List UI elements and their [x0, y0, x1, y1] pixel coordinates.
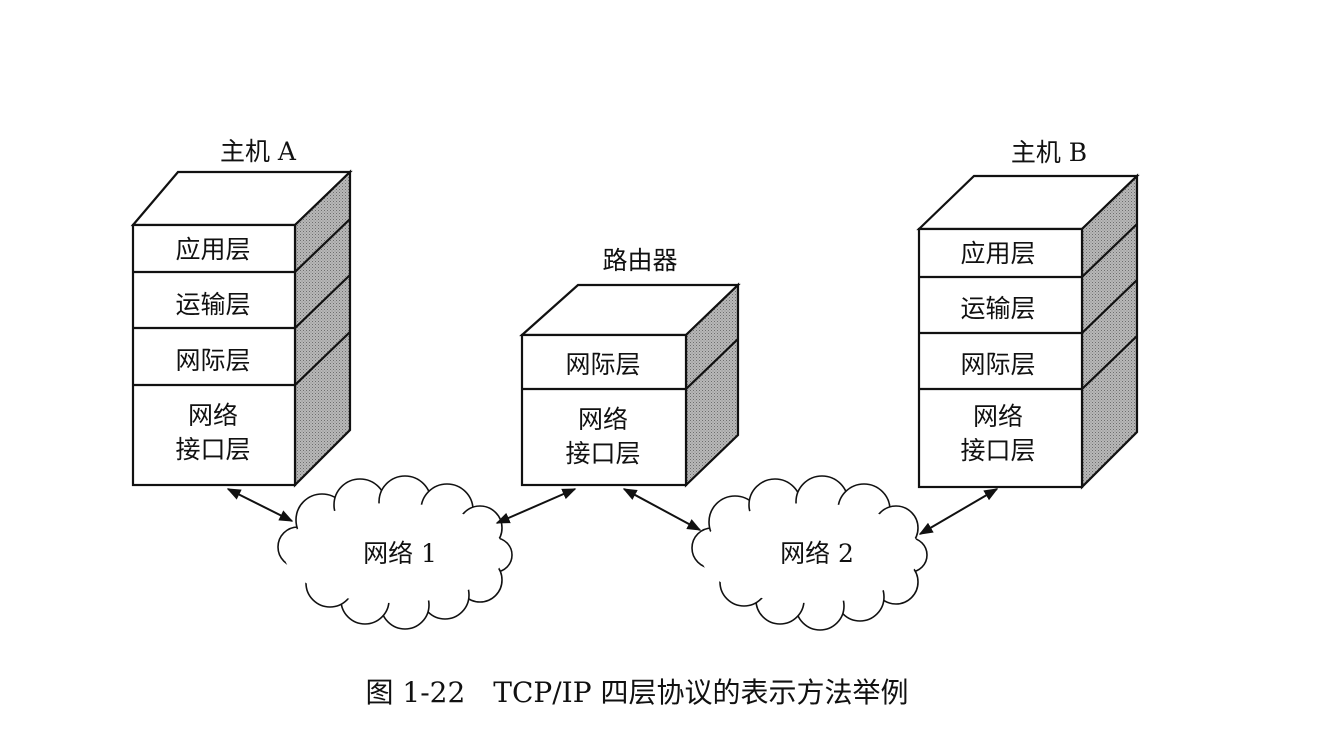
router-layer-netif-line2: 接口层 [565, 439, 640, 468]
host-a-layer-internet: 网际层 [175, 346, 250, 375]
router-layer-netif-line1: 网络 [578, 405, 628, 434]
host-b-layer-netif-line1: 网络 [973, 402, 1023, 431]
host-a-side-face [293, 169, 352, 488]
link-net1-router [495, 488, 577, 524]
host-b-layer-transport: 运输层 [960, 294, 1035, 323]
host-a-layer-transport: 运输层 [175, 290, 250, 319]
host-a-stack: 主机 A 应用层 运输层 网际层 网络 接口层 [130, 137, 353, 488]
router-title: 路由器 [602, 246, 677, 275]
link-net2-host-b [918, 488, 999, 535]
network-2-cloud: 网络 2 [691, 475, 928, 631]
links [226, 488, 999, 535]
router-stack: 路由器 网际层 网络 接口层 [519, 246, 741, 488]
host-b-layer-internet: 网际层 [960, 350, 1035, 379]
host-b-side-face [1080, 173, 1139, 490]
host-b-stack: 主机 B 应用层 运输层 网际层 网络 接口层 [916, 138, 1140, 490]
network-1-cloud: 网络 1 [277, 475, 513, 630]
host-a-layer-netif-line1: 网络 [188, 401, 238, 430]
host-b-layer-application: 应用层 [960, 239, 1035, 268]
network-2-cloud-shape [691, 475, 928, 631]
link-router-net2 [622, 488, 702, 531]
router-layer-internet: 网际层 [565, 350, 640, 379]
host-a-front-face [131, 223, 297, 487]
router-front-face [520, 333, 688, 487]
network-1-cloud-shape [277, 475, 513, 630]
host-a-title: 主机 A [220, 137, 297, 166]
figure-caption: 图 1-22 TCP/IP 四层协议的表示方法举例 [366, 676, 909, 709]
network-2-label: 网络 2 [780, 539, 854, 568]
link-host-a-net1 [226, 488, 294, 522]
host-a-layer-application: 应用层 [175, 235, 250, 264]
host-b-layer-netif-line2: 接口层 [960, 436, 1035, 465]
host-b-title: 主机 B [1011, 138, 1087, 167]
host-b-front-face [917, 227, 1084, 489]
host-a-layer-netif-line2: 接口层 [175, 435, 250, 464]
network-1-label: 网络 1 [363, 539, 437, 568]
